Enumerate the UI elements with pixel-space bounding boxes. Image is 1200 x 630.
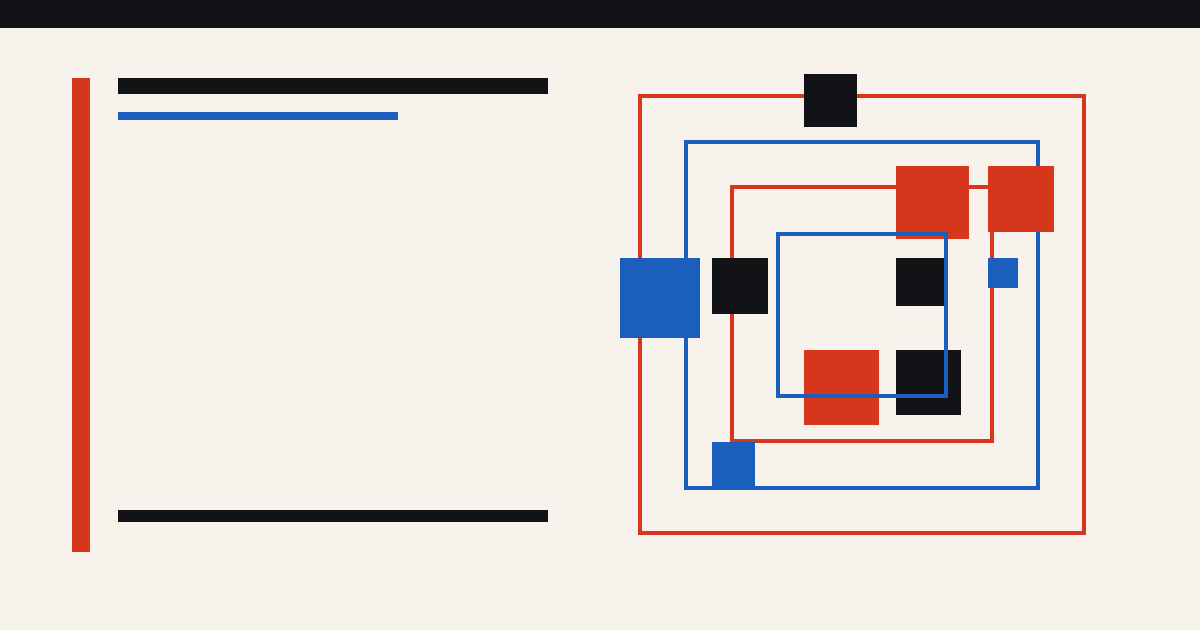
black-block-center <box>896 258 944 306</box>
blue-frame <box>684 140 1040 490</box>
top-bar <box>0 0 1200 28</box>
red-block-upper <box>896 166 969 239</box>
red-block-lower <box>804 350 879 425</box>
red-accent-rule <box>72 78 90 552</box>
blue-block-small <box>988 258 1018 288</box>
outer-red-frame <box>638 94 1086 535</box>
black-block-left <box>712 258 768 314</box>
heading-placeholder-bar <box>118 78 548 94</box>
blue-block-left <box>620 258 700 338</box>
innermost-blue-frame <box>776 232 948 398</box>
blue-block-bottom <box>712 442 755 488</box>
black-block-lower <box>896 350 961 415</box>
footer-placeholder-bar <box>118 510 548 522</box>
black-block-top <box>804 74 857 127</box>
red-block-right <box>988 166 1054 232</box>
subheading-placeholder-bar <box>118 112 398 120</box>
